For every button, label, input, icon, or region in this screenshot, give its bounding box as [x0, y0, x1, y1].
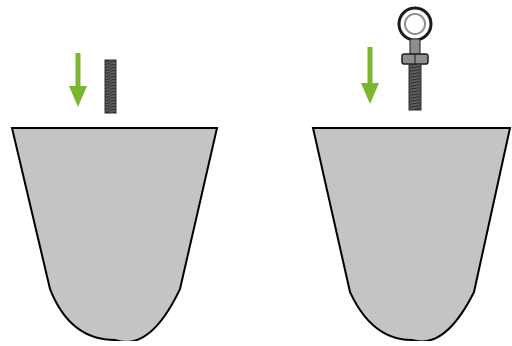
right-panel [311, 6, 512, 343]
down-arrow-icon [361, 47, 379, 104]
left-block-body [10, 127, 219, 343]
threaded-rod-icon [104, 59, 117, 114]
down-arrow-icon [69, 53, 87, 107]
right-block-body [311, 127, 512, 343]
left-panel [10, 53, 219, 343]
eye-bolt-icon [397, 6, 433, 111]
